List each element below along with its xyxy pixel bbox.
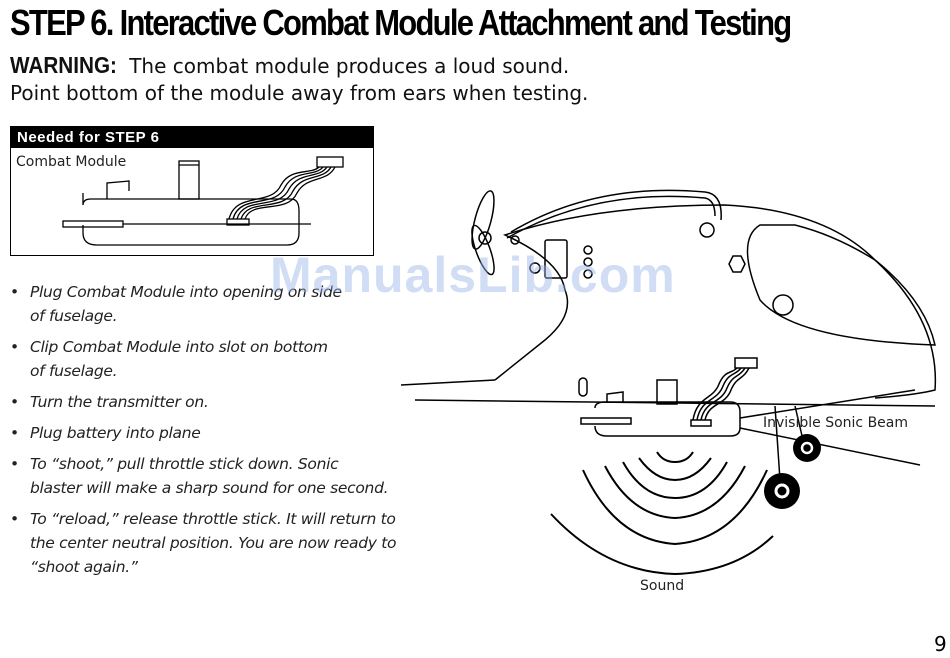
instruction-list: Plug Combat Module into opening on sideo…: [8, 280, 408, 586]
list-item: Turn the transmitter on.: [8, 390, 408, 414]
combat-module-illustration: [62, 156, 344, 246]
warning-line-1: WARNING: The combat module produces a lo…: [10, 52, 588, 80]
warning-text-1: The combat module produces a loud sound.: [129, 54, 570, 78]
list-item: Plug Combat Module into opening on sideo…: [8, 280, 408, 328]
warning-text-2: Point bottom of the module away from ear…: [10, 81, 589, 105]
warning-label: WARNING:: [10, 52, 117, 78]
page-title: STEP 6. Interactive Combat Module Attach…: [10, 2, 792, 43]
needed-item-label: Combat Module: [16, 154, 127, 170]
list-item: To “reload,” release throttle stick. It …: [8, 507, 408, 579]
needed-header: Needed for STEP 6: [11, 127, 373, 148]
fuselage-diagram: [400, 189, 937, 576]
sound-label: Sound: [640, 578, 685, 594]
warning-block: WARNING: The combat module produces a lo…: [10, 52, 588, 107]
page-number: 9: [934, 632, 947, 656]
list-item: To “shoot,” pull throttle stick down. So…: [8, 452, 408, 500]
list-item: Clip Combat Module into slot on bottomof…: [8, 335, 408, 383]
beam-label: Invisible Sonic Beam: [763, 415, 908, 431]
watermark: ManualsLib.com: [270, 247, 676, 303]
list-item: Plug battery into plane: [8, 421, 408, 445]
needed-box: Needed for STEP 6 Combat Module: [10, 126, 374, 256]
